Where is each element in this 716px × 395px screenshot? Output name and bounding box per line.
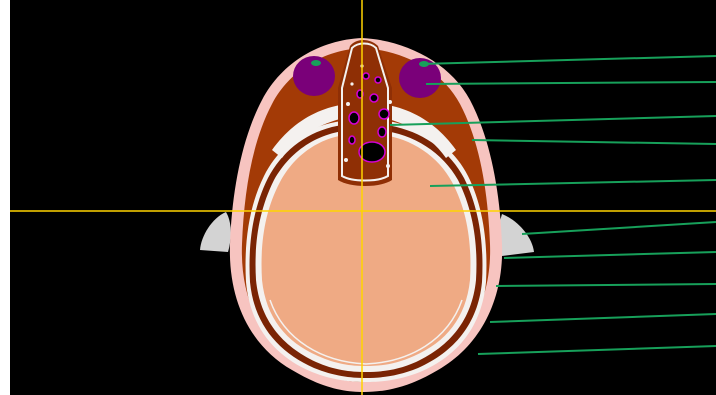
leader-line-scalp [490,314,716,322]
ear-left-shape [200,212,231,252]
leader-line-orbital-bone [472,140,716,144]
head-phantom-slice [10,0,716,395]
leader-line-eye-right [420,56,716,64]
leader-line-ear [522,222,716,234]
leader-line-skull-outer [504,252,716,258]
leader-line-skull-inner [496,284,716,286]
ct-slice-viewport[interactable] [10,0,716,395]
ear-right-shape [499,214,534,256]
leader-line-eye-left [426,82,716,84]
lens-right [311,60,321,66]
leader-line-skin [478,346,716,354]
